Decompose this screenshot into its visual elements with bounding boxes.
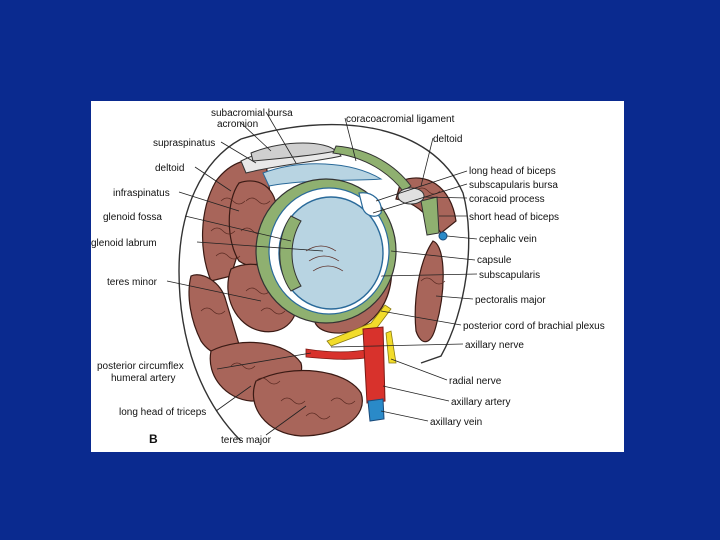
label-cephalic-vein: cephalic vein [479,234,537,245]
label-deltoid-right: deltoid [433,134,462,145]
label-glenoid-fossa: glenoid fossa [103,212,162,223]
label-coracoacromial-ligament: coracoacromial ligament [346,114,455,125]
radial-nerve [385,330,397,364]
label-short-head-of-biceps: short head of biceps [469,212,559,223]
label-subscapularis: subscapularis [479,270,540,281]
skin-outline-left [178,138,242,442]
skin-outline [240,123,470,364]
panel-letter: B [149,432,158,446]
right-leader-lines [330,117,478,422]
humeral-head-texture [305,245,344,272]
label-axillary-vein: axillary vein [430,417,482,428]
label-teres-major: teres major [221,435,272,446]
short-head-of-biceps [420,196,440,236]
label-subscapularis-bursa: subscapularis bursa [469,180,558,191]
label-deltoid-left: deltoid [155,163,184,174]
label-humeral-artery: humeral artery [111,373,175,384]
label-coracoid-process: coracoid process [469,194,545,205]
label-axillary-nerve: axillary nerve [465,340,524,351]
teres-major [252,369,363,437]
subacromial-bursa [262,163,383,187]
label-infraspinatus: infraspinatus [113,188,170,199]
label-teres-minor: teres minor [107,277,158,288]
label-posterior-cord-of-brachial-plexus: posterior cord of brachial plexus [463,321,605,332]
shoulder-cross-section-diagram: subacromial bursa acromion supraspinatus… [91,108,605,446]
label-pectoralis-major: pectoralis major [475,295,546,306]
axillary-vein-vessel [367,398,385,422]
long-head-of-biceps-tendon [358,192,382,217]
label-glenoid-labrum: glenoid labrum [91,238,157,249]
left-leader-lines [166,111,324,436]
cephalic-vein [438,231,448,241]
axillary-artery-vessel [362,326,386,404]
label-posterior-circumflex: posterior circumflex [97,361,184,372]
label-capsule: capsule [477,255,512,266]
label-subacromial-bursa: subacromial bursa [211,108,293,119]
label-axillary-artery: axillary artery [451,397,510,408]
anatomy-figure: subacromial bursa acromion supraspinatus… [91,101,624,452]
posterior-circumflex-humeral-artery [305,348,372,360]
label-supraspinatus: supraspinatus [153,138,215,149]
label-acromion: acromion [217,119,258,130]
humeral-head [278,196,384,310]
pectoralis-major [414,240,444,343]
label-long-head-of-triceps: long head of triceps [119,407,206,418]
label-long-head-of-biceps: long head of biceps [469,166,556,177]
label-radial-nerve: radial nerve [449,376,502,387]
